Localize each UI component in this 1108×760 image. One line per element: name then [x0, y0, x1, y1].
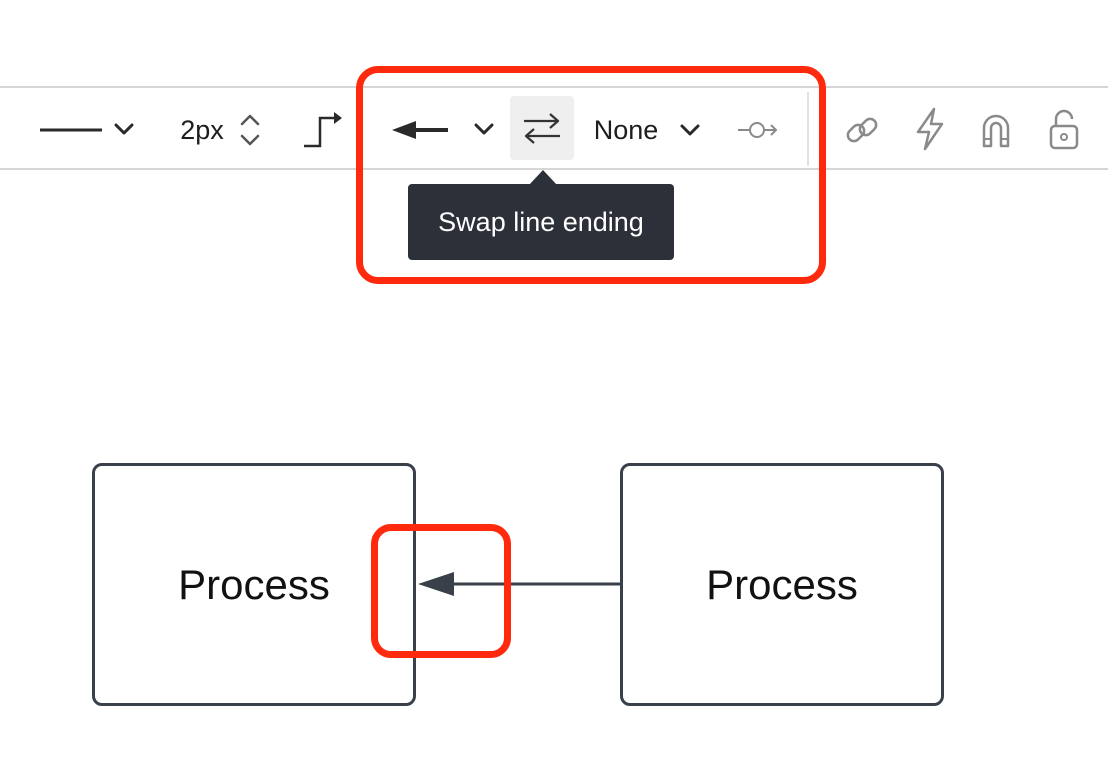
line-style-dropdown[interactable]: [36, 108, 140, 152]
shape-label: Process: [178, 560, 330, 608]
swap-icon-wrap[interactable]: [510, 96, 574, 160]
solid-line-icon: [40, 123, 134, 135]
highlight-box-arrowhead: [371, 524, 511, 658]
line-start-dropdown[interactable]: [386, 108, 498, 152]
highlight-box-toolbar: [356, 66, 826, 284]
action-button[interactable]: [906, 104, 954, 154]
unlock-icon: [1049, 109, 1079, 150]
elbow-connector-icon: [304, 112, 342, 148]
link-icon: [846, 117, 878, 143]
swap-line-ending-button[interactable]: [510, 96, 574, 160]
tooltip-pointer: [529, 170, 557, 185]
lock-button[interactable]: [1040, 104, 1088, 154]
line-routing-button[interactable]: [296, 104, 348, 154]
link-button[interactable]: [838, 106, 886, 154]
swap-arrows-icon: [524, 113, 560, 144]
magnet-button[interactable]: [972, 106, 1020, 154]
stepper-arrows-icon: [240, 114, 260, 146]
line-end-value: None: [593, 114, 659, 145]
arrow-left-filled-icon: [392, 121, 494, 139]
magnet-icon: [982, 114, 1010, 148]
swap-tooltip: Swap line ending: [408, 184, 674, 260]
chevron-down-icon: [680, 124, 700, 136]
line-width-value: 2px: [180, 114, 224, 145]
process-shape-left[interactable]: Process: [92, 463, 416, 706]
line-width-stepper[interactable]: 2px: [172, 106, 272, 154]
line-end-preview: [734, 108, 782, 152]
process-shape-right[interactable]: Process: [620, 463, 944, 706]
line-format-toolbar: 2px: [0, 86, 1108, 170]
shape-label: Process: [706, 560, 858, 608]
toolbar-divider: [807, 92, 809, 166]
line-circle-arrow-icon: [738, 122, 778, 138]
line-end-dropdown[interactable]: None: [588, 106, 712, 154]
lightning-icon: [916, 107, 944, 151]
